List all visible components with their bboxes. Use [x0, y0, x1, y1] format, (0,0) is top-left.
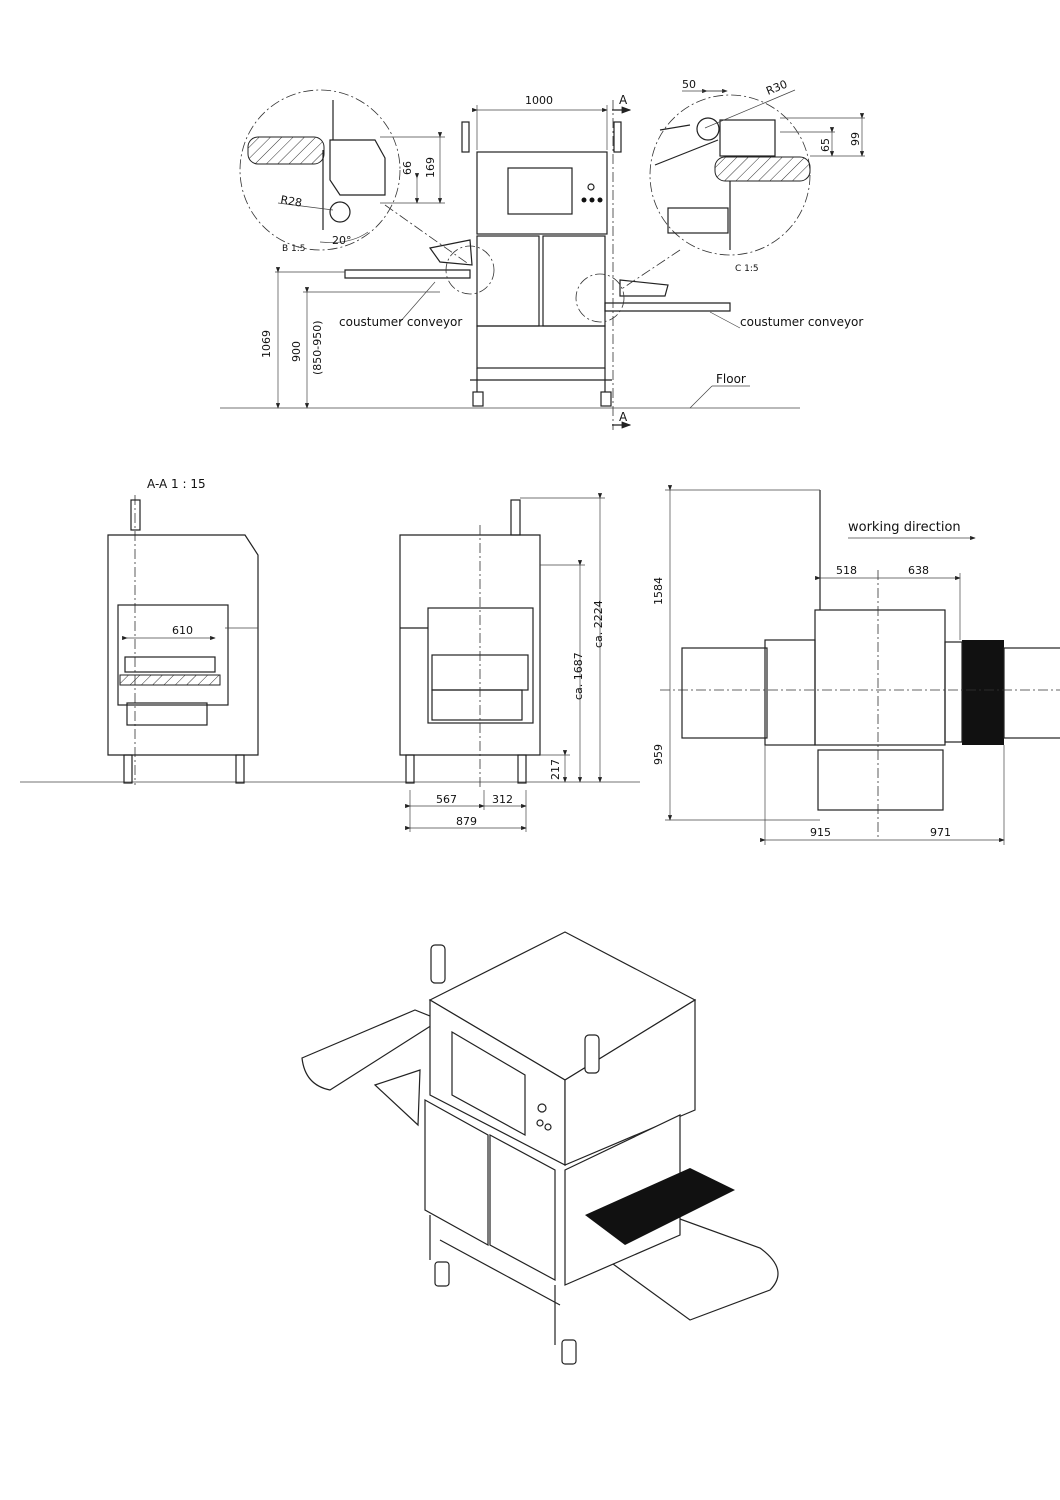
top-dim-left: 518: [836, 564, 857, 577]
section-marker-top: A: [619, 93, 628, 107]
working-direction-label: working direction: [848, 520, 961, 535]
top-dim-left-lower: 959: [652, 744, 665, 765]
side-dim-total: 879: [456, 815, 477, 828]
iso-signal-lamp-right: [584, 1034, 600, 1074]
dim-conveyor-height: 1069: [260, 330, 273, 358]
iso-door-left: [424, 1098, 489, 1247]
conveyor-left-label: coustumer conveyor: [339, 315, 462, 329]
side-view: 567 312 879 217 ca. 1687 ca. 2224: [399, 493, 605, 832]
iso-door-right: [489, 1133, 556, 1282]
iso-control-panel: [451, 1030, 526, 1137]
detail-c-dim-width: 50: [682, 78, 696, 91]
detail-c-dim-small: 65: [819, 138, 832, 152]
dim-width: 1000: [525, 94, 553, 107]
top-dim-bottom-left: 915: [810, 826, 831, 839]
section-aa-body: [107, 534, 259, 756]
control-panel: [507, 167, 573, 215]
conveyor-section-hatch: [247, 136, 325, 165]
top-dim-right: 638: [908, 564, 929, 577]
detail-b-label: B 1:5: [282, 244, 306, 254]
detail-b-dim-small: 66: [401, 161, 414, 175]
top-dim-left-upper: 1584: [652, 577, 665, 605]
section-aa-opening-width: 610: [172, 624, 193, 637]
side-view-body: [399, 534, 541, 756]
detail-c-label: C 1:5: [735, 264, 759, 274]
section-aa-view: A-A 1 : 15 610: [20, 477, 640, 785]
top-view-outfeed-curtain: [962, 640, 1004, 745]
detail-b-radius: R28: [279, 193, 303, 210]
detail-c-dim-large: 99: [849, 132, 862, 146]
top-view-body: [814, 609, 946, 746]
side-dim-left: 567: [436, 793, 457, 806]
conveyor-section-hatch-c: [714, 156, 811, 182]
section-marker-bottom: A: [619, 410, 628, 424]
floor-label: Floor: [716, 372, 746, 386]
top-view: working direction 518 638 1584 959 915 9…: [652, 485, 1060, 845]
conveyor-left: [344, 269, 471, 279]
iso-signal-lamp-left: [430, 944, 446, 984]
conveyor-right: [604, 302, 731, 312]
machine-top-housing: [476, 151, 608, 235]
top-dim-bottom-right: 971: [930, 826, 951, 839]
dim-working-height-range: (850-950): [311, 320, 324, 375]
side-dim-height-total: ca. 2224: [592, 600, 605, 648]
conveyor-right-label: coustumer conveyor: [740, 315, 863, 329]
iso-curtain: [585, 1168, 735, 1245]
iso-infeed-conveyor: [301, 1009, 442, 1091]
side-dim-right: 312: [492, 793, 513, 806]
section-aa-label: A-A 1 : 15: [147, 477, 206, 491]
roller-r30: [696, 117, 720, 141]
signal-lamp-left: [461, 121, 470, 153]
signal-lamp-right: [613, 121, 622, 153]
detail-b: 66 169 R28 20° B 1:5: [239, 89, 471, 266]
detail-c-radius: R30: [764, 78, 789, 98]
roller-r28: [329, 201, 351, 223]
detail-b-angle: 20°: [332, 234, 352, 247]
top-view-infeed-conveyor: [681, 647, 768, 739]
isometric-view: [301, 931, 779, 1365]
dim-working-height: 900: [290, 341, 303, 362]
side-dim-height-mid: ca. 1687: [572, 652, 585, 700]
detail-b-dim-large: 169: [424, 157, 437, 178]
side-dim-clearance: 217: [549, 759, 562, 780]
detail-c: 50 R30 65 99 C 1:5: [619, 78, 865, 291]
front-view: 1000 A A 1069 900 (850-950) coustumer co…: [220, 93, 863, 430]
